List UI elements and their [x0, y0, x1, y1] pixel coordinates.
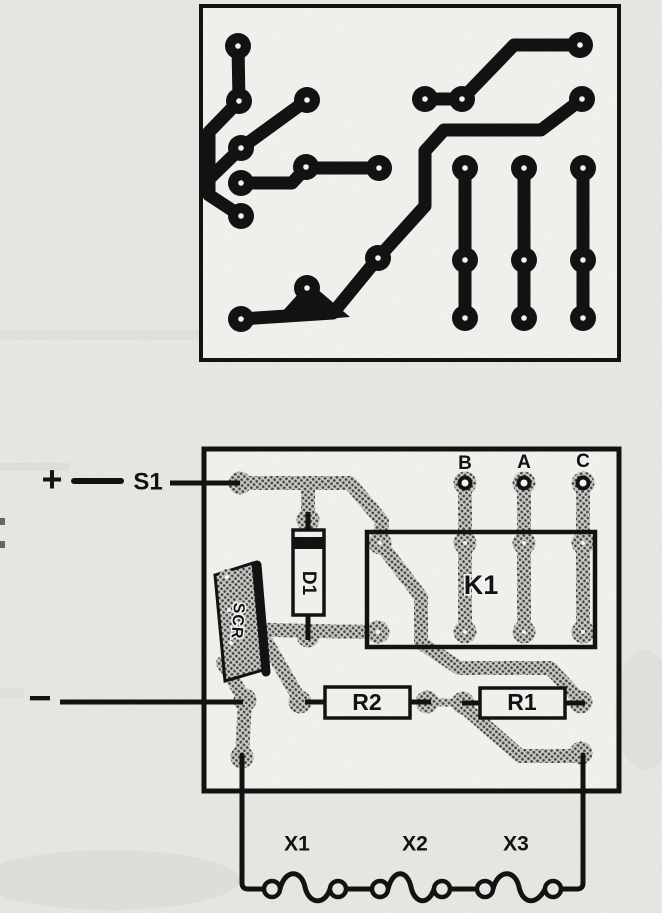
paper-artifacts [0, 0, 662, 913]
scanned-pcb-figure: SCR D1 K1 R2 R1 [0, 0, 662, 913]
pcb-layout-diagram: SCR D1 K1 R2 R1 [0, 0, 662, 913]
